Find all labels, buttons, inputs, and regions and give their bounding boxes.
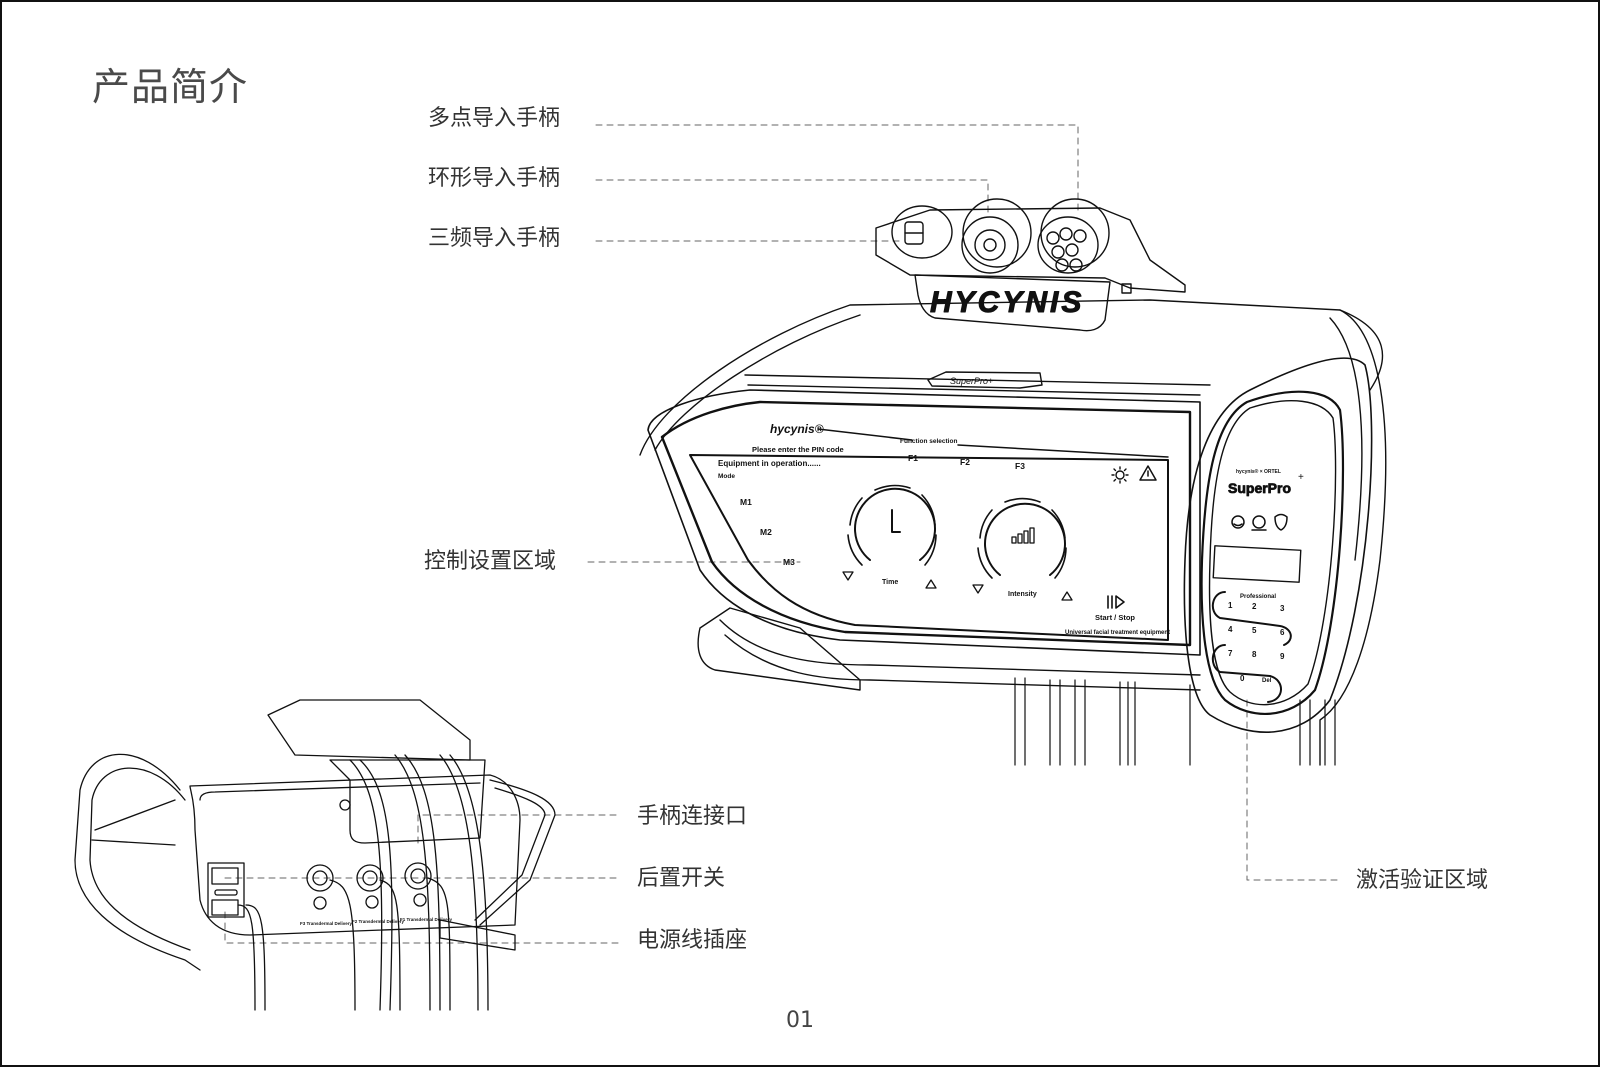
key-5[interactable]: 5 (1252, 626, 1257, 635)
panel-status: Equipment in operation...... (718, 459, 821, 468)
mode-m2[interactable]: M2 (760, 527, 772, 537)
rear-port-f2[interactable] (356, 864, 384, 909)
rear-port-f1[interactable] (404, 862, 432, 907)
mode-m3[interactable]: M3 (783, 557, 795, 567)
page-title: 产品简介 (92, 65, 249, 109)
key-0[interactable]: 0 (1240, 674, 1245, 683)
leader-handle-port (417, 814, 621, 844)
callout-tri-freq-handle: 三频导入手柄 (428, 226, 561, 251)
panel-pin-prompt: Please enter the PIN code (752, 445, 844, 454)
panel-brand: hycynis® (770, 422, 824, 436)
keypad: 1 2 3 4 5 6 7 8 9 0 Del (1228, 601, 1285, 684)
time-dial[interactable] (847, 484, 937, 566)
function-f1[interactable]: F1 (908, 453, 918, 463)
handle-tri-freq (891, 205, 953, 259)
function-f2[interactable]: F2 (960, 457, 970, 467)
face-icon-anti-aging[interactable] (1274, 513, 1288, 531)
time-down-button[interactable] (842, 571, 854, 581)
panel-function-label: Function selection (900, 438, 957, 445)
brand-plate (914, 274, 1111, 332)
intensity-up-button[interactable] (1061, 591, 1073, 601)
leader-multi-point (595, 124, 1079, 211)
mode-m1[interactable]: M1 (740, 497, 752, 507)
page-number: 01 (786, 1008, 814, 1033)
function-f3[interactable]: F3 (1015, 461, 1025, 471)
product-mark: + (1298, 472, 1304, 483)
top-badge-text: SuperPro+ (950, 376, 993, 386)
power-module (207, 862, 245, 918)
keypad-label: Professional (1240, 594, 1276, 600)
key-1[interactable]: 1 (1228, 601, 1233, 610)
side-pod-text: hycynis® × ORTEL SuperPro + Professional (1228, 468, 1304, 600)
time-up-button[interactable] (925, 579, 937, 589)
sun-icon (1111, 466, 1129, 484)
rear-port-label-f2: F2 Transdermal Delivery (352, 919, 405, 924)
callout-ring-handle: 环形导入手柄 (428, 166, 561, 191)
top-badge-plate (927, 371, 1043, 389)
handle-holder: HYCYNIS (875, 198, 1186, 332)
callout-handle-port: 手柄连接口 (637, 804, 748, 829)
rear-port-f3[interactable] (306, 864, 334, 910)
panel-mode-label: Mode (718, 473, 735, 480)
panel-footer-label: Universal facial treatment equipment (1065, 630, 1170, 636)
intensity-down-button[interactable] (972, 584, 984, 594)
side-pod (1183, 309, 1387, 766)
product-name: SuperPro (1228, 480, 1291, 496)
key-2[interactable]: 2 (1252, 602, 1257, 611)
key-6[interactable]: 6 (1280, 628, 1285, 637)
handle-ring (961, 198, 1032, 274)
time-label: Time (882, 579, 898, 586)
callout-rear-switch: 后置开关 (637, 866, 726, 891)
rear-port-labels: F3 Transdermal Delivery F2 Transdermal D… (300, 917, 453, 926)
warning-icon (1139, 465, 1157, 481)
face-icon-skin-whitening[interactable] (1231, 515, 1245, 529)
leader-activation (1246, 699, 1341, 881)
clock-icon (891, 509, 901, 533)
brand-logo: HYCYNIS (930, 286, 1084, 319)
signal-bars-icon (1011, 527, 1035, 544)
start-stop-button[interactable] (1107, 595, 1125, 609)
intensity-label: Intensity (1008, 591, 1037, 598)
start-stop-label: Start / Stop (1095, 613, 1135, 622)
key-4[interactable]: 4 (1228, 625, 1233, 634)
power-cable (237, 904, 256, 1011)
activation-display (1212, 545, 1302, 583)
face-icons (1231, 513, 1288, 531)
co-brand: hycynis® × ORTEL (1236, 468, 1281, 475)
play-icon (1115, 595, 1125, 609)
face-icon-lifting[interactable] (1251, 515, 1267, 531)
rear-port-label-f3: F3 Transdermal Delivery (300, 921, 353, 926)
callout-activation-area: 激活验证区域 (1356, 868, 1489, 893)
control-panel-graphics (817, 428, 1169, 609)
callout-control-area: 控制设置区域 (424, 549, 557, 574)
power-socket (211, 899, 239, 916)
key-7[interactable]: 7 (1228, 649, 1233, 658)
intensity-dial[interactable] (977, 497, 1067, 579)
rear-port-label-f1: F1 Transdermal Delivery (400, 917, 453, 922)
control-panel: hycynis® Please enter the PIN code Equip… (718, 422, 1170, 636)
handle-multi-point (1037, 198, 1110, 274)
callout-multi-point-handle: 多点导入手柄 (428, 106, 561, 131)
rear-power-switch[interactable] (211, 867, 239, 885)
leader-lines (224, 124, 1341, 944)
device-rear (74, 699, 556, 1011)
callout-power-socket: 电源线插座 (637, 928, 748, 953)
device-front: SuperPro + (639, 299, 1384, 766)
key-3[interactable]: 3 (1280, 604, 1285, 613)
key-9[interactable]: 9 (1280, 652, 1285, 661)
key-8[interactable]: 8 (1252, 650, 1257, 659)
key-del[interactable]: Del (1262, 678, 1272, 684)
